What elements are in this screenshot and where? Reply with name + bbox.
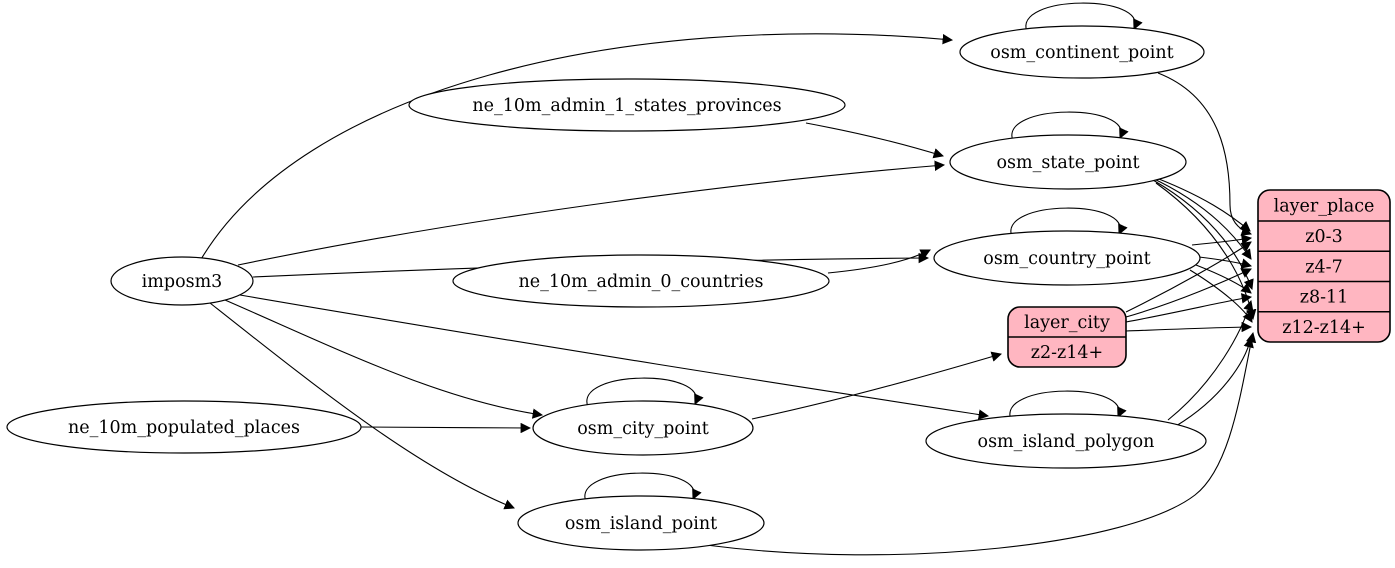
record-shape-layer-place (1257, 189, 1391, 343)
node-ne-10m-admin-1-states-provinces: ne_10m_admin_1_states_provinces (408, 78, 846, 132)
edge-osm-country-point-to-layer-place-z4-7 (1198, 256, 1253, 269)
edge-ne-10m-populated-places-to-osm-city-point (360, 422, 532, 434)
edge-osm-island-polygon-to-layer-place-z12-z14 (1175, 336, 1254, 427)
node-osm-island-point: osm_island_point (517, 472, 765, 551)
edge-ne-10m-admin-0-countries-to-osm-country-point (827, 249, 931, 274)
node-osm-country-point: osm_country_point (933, 207, 1201, 286)
edge-layer-city-to-layer-place-z12-z14 (1125, 321, 1253, 333)
record-row-layer-place-z0-3: z0-3 (1305, 227, 1342, 247)
node-shape-osm-city-point (532, 400, 754, 456)
node-label-osm-country-point: osm_country_point (983, 249, 1150, 269)
edge-osm-island-point-to-layer-place-z12-z14 (705, 331, 1257, 556)
edge-osm-state-point-to-layer-place-z8-11 (1152, 179, 1254, 290)
node-osm-city-point: osm_city_point (532, 377, 754, 456)
edge-osm-state-point-to-layer-place-z4-7 (1149, 176, 1252, 260)
node-label-imposm3: imposm3 (142, 272, 223, 292)
edge-osm-continent-point-to-layer-place-z0-3 (1157, 72, 1252, 236)
node-shape-imposm3 (110, 256, 254, 306)
node-label-ne-10m-populated-places: ne_10m_populated_places (68, 418, 300, 438)
node-label-osm-island-polygon: osm_island_polygon (978, 432, 1155, 452)
node-shape-osm-island-point (517, 495, 765, 551)
edge-imposm3-to-osm-continent-point (199, 33, 954, 262)
node-shape-osm-state-point (949, 134, 1187, 190)
edge-layer-city-to-layer-place-z4-7 (1125, 268, 1252, 318)
edge-layer-city-to-layer-place-z0-3 (1125, 241, 1252, 313)
edge-osm-country-point-to-layer-place-z8-11 (1195, 264, 1252, 294)
node-shape-osm-country-point (933, 230, 1201, 286)
self-loop-osm-state-point (1011, 111, 1129, 142)
node-shape-ne-10m-populated-places (6, 400, 362, 454)
self-loop-osm-city-point (586, 377, 704, 408)
node-osm-island-polygon: osm_island_polygon (925, 390, 1207, 469)
record-row-layer-place-z8-11: z8-11 (1300, 288, 1349, 308)
node-label-osm-continent-point: osm_continent_point (990, 43, 1173, 63)
node-label-ne-10m-admin-0-countries: ne_10m_admin_0_countries (519, 272, 764, 292)
node-ne-10m-populated-places: ne_10m_populated_places (6, 400, 362, 454)
edge-osm-city-point-to-layer-city-z2-z14 (751, 351, 1003, 420)
record-title-layer-place: layer_place (1274, 197, 1375, 217)
record-layer-city: layer_city z2-z14+ (1007, 306, 1127, 368)
node-label-osm-city-point: osm_city_point (577, 419, 709, 439)
edge-imposm3-to-osm-island-polygon (239, 294, 990, 420)
node-shape-ne-10m-admin-1-states-provinces (408, 78, 846, 132)
self-loop-osm-island-polygon (1009, 390, 1127, 421)
self-loop-osm-island-point (584, 472, 702, 503)
node-shape-osm-continent-point (959, 25, 1205, 79)
edge-imposm3-to-osm-state-point (237, 160, 946, 266)
self-loop-osm-continent-point (1025, 2, 1143, 33)
edge-osm-state-point-to-layer-place-z0-3 (1145, 173, 1251, 232)
node-imposm3: imposm3 (110, 256, 254, 306)
edge-imposm3-to-osm-city-point (224, 299, 544, 419)
node-label-ne-10m-admin-1-states-provinces: ne_10m_admin_1_states_provinces (472, 96, 781, 116)
node-shape-ne-10m-admin-0-countries (452, 254, 830, 308)
node-label-osm-state-point: osm_state_point (996, 153, 1139, 173)
record-title-layer-city: layer_city (1024, 313, 1110, 333)
edge-osm-island-polygon-to-layer-place-z8-11 (1167, 299, 1254, 421)
edge-osm-country-point-to-layer-place-z0-3 (1191, 234, 1253, 246)
edge-imposm3-to-osm-island-point (209, 302, 515, 510)
record-row-layer-place-z4-7: z4-7 (1305, 257, 1342, 277)
node-ne-10m-admin-0-countries: ne_10m_admin_0_countries (452, 254, 830, 308)
edge-layer-city-to-layer-place-z8-11 (1125, 293, 1253, 323)
record-layer-place: layer_place z0-3 z4-7 z8-11 z12-z14+ (1257, 189, 1391, 343)
node-label-osm-island-point: osm_island_point (565, 514, 717, 534)
edge-ne-10m-admin-1-states-provinces-to-osm-state-point (805, 122, 945, 159)
node-osm-state-point: osm_state_point (949, 111, 1187, 190)
node-osm-continent-point: osm_continent_point (959, 2, 1205, 79)
record-row-layer-city-z2-z14: z2-z14+ (1031, 343, 1103, 363)
record-row-layer-place-z12-z14: z12-z14+ (1282, 318, 1366, 338)
node-shape-osm-island-polygon (925, 413, 1207, 469)
self-loop-osm-country-point (1010, 207, 1128, 238)
edge-osm-country-point-to-layer-place-z12-z14 (1189, 269, 1253, 323)
